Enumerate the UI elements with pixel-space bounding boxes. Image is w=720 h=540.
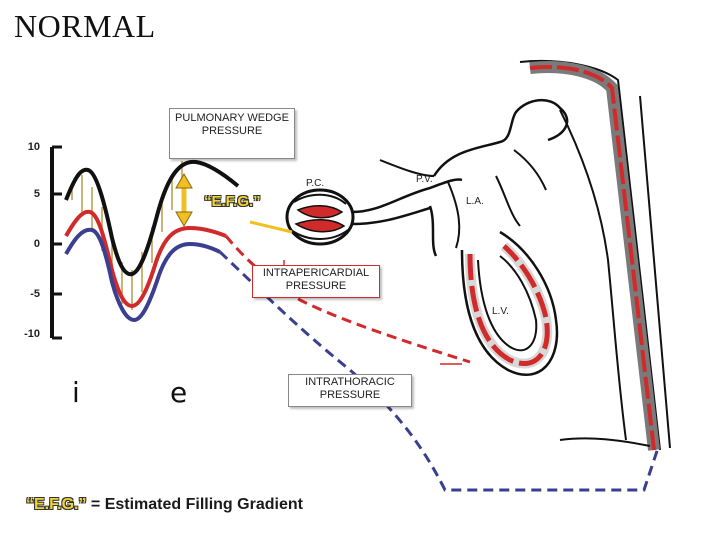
intrapericardial-dashed-extension	[224, 235, 471, 364]
y-axis	[50, 145, 62, 340]
left-ventricle	[460, 230, 559, 376]
y-tick-label: -10	[24, 328, 40, 340]
inspiration-marker: i	[72, 376, 80, 409]
efg-legend: “E.F.G.” = Estimated Filling Gradient	[26, 496, 303, 514]
y-tick-label: 5	[33, 188, 40, 200]
label-pc: P.C.	[306, 178, 324, 189]
intrathoracic-pressure-curve	[64, 227, 221, 323]
expiration-marker: e	[170, 376, 188, 409]
y-tick-label: 0	[33, 238, 40, 250]
diagram-title: NORMAL	[14, 8, 156, 44]
efg-double-arrow	[175, 172, 193, 228]
intrathoracic-pressure-label: INTRATHORACIC PRESSURE	[288, 374, 412, 407]
gradient-hatching	[71, 161, 183, 310]
pulmonary-capillary	[249, 188, 355, 246]
legend-definition: = Estimated Filling Gradient	[86, 496, 303, 513]
label-lv: L.V.	[492, 306, 509, 317]
left-atrium	[432, 99, 569, 177]
y-tick-label: -5	[30, 288, 40, 300]
efg-label: “E.F.G.”	[204, 193, 261, 210]
intrapericardial-pressure-curve	[64, 209, 227, 309]
legend-abbreviation: “E.F.G.”	[26, 496, 87, 513]
pulmonary-vein	[351, 178, 463, 226]
label-pv: P.V.	[416, 174, 433, 185]
label-la: L.A.	[466, 196, 484, 207]
pulmonary-wedge-pressure-label: PULMONARY WEDGE PRESSURE	[169, 108, 295, 159]
intrapericardial-pressure-label: INTRAPERICARDIAL PRESSURE	[252, 265, 380, 298]
chest-wall	[519, 59, 671, 451]
y-tick-label: 10	[27, 141, 40, 153]
wedge-pressure-curve	[64, 159, 240, 277]
